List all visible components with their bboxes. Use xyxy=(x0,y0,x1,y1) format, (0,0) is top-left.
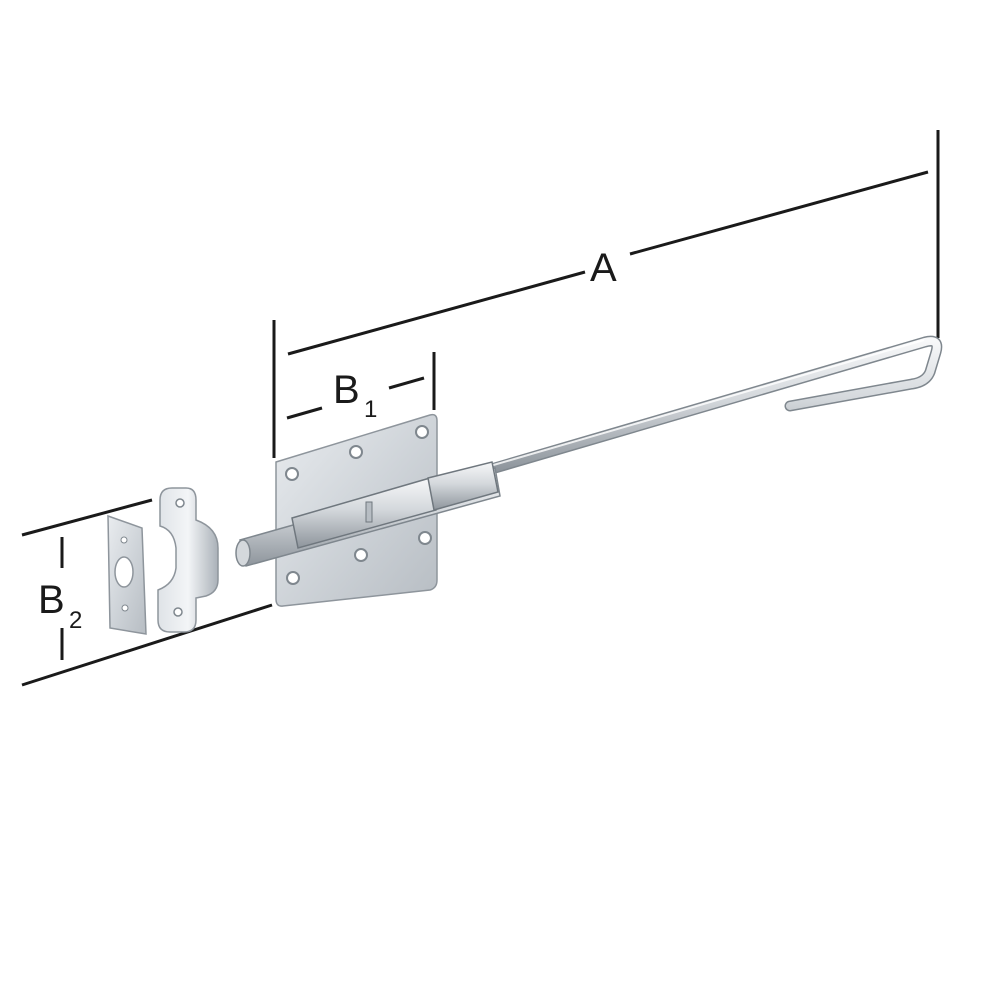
bolt-barrel xyxy=(235,461,501,567)
plate-screw-holes xyxy=(285,425,432,585)
dim-b2-bottom-line xyxy=(21,603,273,687)
keeper xyxy=(157,487,219,633)
dim-label-b1: B xyxy=(333,368,360,412)
strike-plate xyxy=(107,514,147,635)
dimension-b2 xyxy=(21,498,273,687)
dim-b1-line-right xyxy=(388,376,425,390)
dim-b1-line-left xyxy=(286,406,323,420)
dim-label-b2: B xyxy=(38,578,65,622)
dimension-a xyxy=(272,130,940,458)
dimension-b1 xyxy=(286,352,436,420)
bolt-knob xyxy=(365,501,373,523)
rod-handle xyxy=(482,335,943,476)
bolt-tip xyxy=(235,539,251,567)
dim-label-b1-subscript: 1 xyxy=(364,396,378,423)
dim-label-b2-subscript: 2 xyxy=(69,607,83,634)
dim-a-line-left xyxy=(287,270,586,356)
dim-label-a: A xyxy=(590,246,617,290)
strike-hole xyxy=(114,556,134,588)
dim-a-line-right xyxy=(629,170,929,256)
dim-b2-top-line xyxy=(21,498,153,537)
